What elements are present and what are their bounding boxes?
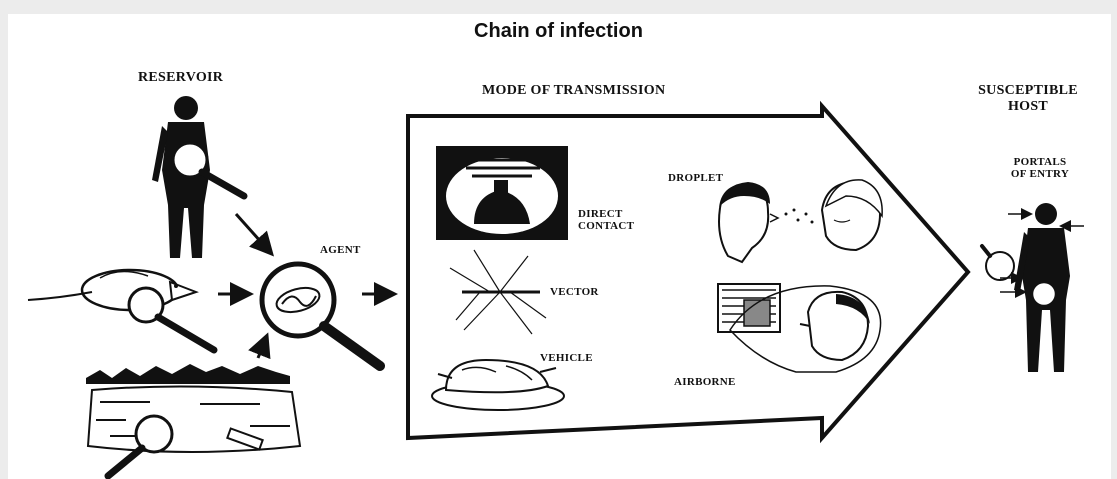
direct-label-line1: DIRECT [578, 208, 634, 220]
arrow-pond-to-agent [258, 338, 266, 358]
pond-icon [86, 364, 300, 452]
reservoir-label: RESERVOIR [138, 70, 223, 86]
arrow-reservoir-to-agent [236, 214, 270, 252]
agent-label: AGENT [320, 244, 361, 256]
susceptible-host-label: SUSCEPTIBLE HOST [962, 83, 1094, 115]
susceptible-label-line2: HOST [962, 99, 1094, 115]
portals-label-line2: OF ENTRY [1000, 168, 1080, 180]
reservoir-human-icon [152, 96, 210, 258]
vehicle-label: VEHICLE [540, 352, 593, 364]
xray-icon [436, 146, 568, 240]
agent-magnifier-icon [262, 264, 380, 366]
droplet-label: DROPLET [668, 172, 723, 184]
rat-icon [28, 270, 196, 310]
mode-of-transmission-label: MODE OF TRANSMISSION [482, 83, 665, 99]
face-icon [822, 180, 882, 250]
portals-of-entry-label: PORTALS OF ENTRY [1000, 156, 1080, 180]
portals-label-line1: PORTALS [1000, 156, 1080, 168]
diagram-title: Chain of infection [0, 20, 1117, 43]
vector-label: VECTOR [550, 286, 599, 298]
direct-label-line2: CONTACT [578, 220, 634, 232]
airborne-label: AIRBORNE [674, 376, 736, 388]
direct-contact-label: DIRECT CONTACT [578, 208, 634, 232]
susceptible-label-line1: SUSCEPTIBLE [962, 83, 1094, 99]
